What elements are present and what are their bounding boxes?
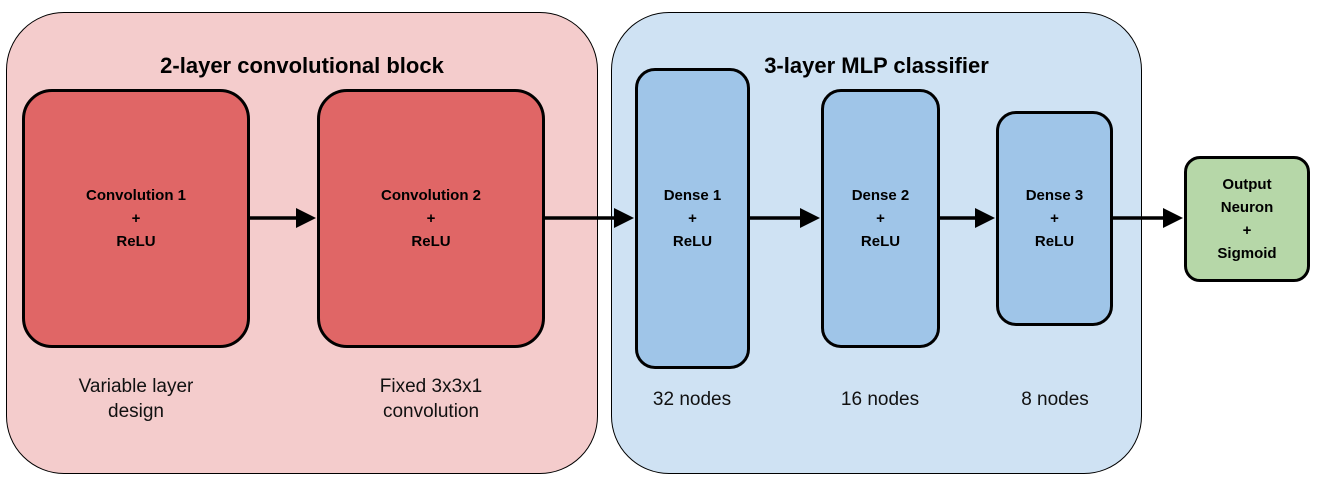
node-name: Dense 3 — [1025, 187, 1084, 204]
node-name: Dense 2 — [851, 187, 910, 204]
convolution-2-caption: Fixed 3x3x1 convolution — [315, 374, 547, 424]
node-plus: + — [426, 210, 436, 227]
node-name-line1: Output — [1222, 176, 1272, 193]
arrowhead-dense2-to-dense3 — [975, 208, 995, 228]
caption-line: design — [108, 401, 164, 422]
node-name-line2: Neuron — [1220, 199, 1274, 216]
arrowhead-dense1-to-dense2 — [800, 208, 820, 228]
convolution-1-caption: Variable layer design — [20, 374, 252, 424]
node-plus: + — [1242, 222, 1252, 239]
node-plus: + — [131, 210, 141, 227]
node-activation: ReLU — [116, 233, 156, 250]
caption-line: Variable layer — [78, 376, 194, 397]
node-activation: ReLU — [860, 233, 901, 250]
arrowhead-dense3-to-output — [1163, 208, 1183, 228]
dense-3-node: Dense 3 + ReLU — [996, 111, 1113, 326]
dense-3-caption: 8 nodes — [1021, 389, 1089, 410]
conv-block-title: 2-layer convolutional block — [160, 53, 444, 78]
mlp-block-title: 3-layer MLP classifier — [764, 53, 989, 78]
convolution-1-node: Convolution 1 + ReLU — [22, 89, 250, 348]
node-plus: + — [876, 210, 885, 227]
node-name: Convolution 2 — [381, 187, 481, 204]
output-neuron-node: Output Neuron + Sigmoid — [1184, 156, 1310, 282]
dense-1-node: Dense 1 + ReLU — [635, 68, 750, 369]
node-activation: ReLU — [411, 233, 451, 250]
dense-2-node: Dense 2 + ReLU — [821, 89, 940, 348]
convolution-2-node: Convolution 2 + ReLU — [317, 89, 545, 348]
node-activation: ReLU — [672, 233, 713, 250]
node-plus: + — [688, 210, 697, 227]
dense-2-caption: 16 nodes — [840, 389, 920, 410]
arrowhead-conv2-to-dense1 — [614, 208, 634, 228]
arrowhead-conv1-to-conv2 — [296, 208, 316, 228]
node-activation: Sigmoid — [1217, 245, 1277, 262]
node-activation: ReLU — [1034, 233, 1075, 250]
dense-1-caption: 32 nodes — [652, 389, 732, 410]
caption-line: Fixed 3x3x1 — [379, 376, 483, 397]
node-name: Convolution 1 — [86, 187, 186, 204]
caption-line: convolution — [382, 401, 480, 422]
node-name: Dense 1 — [663, 187, 722, 204]
node-plus: + — [1050, 210, 1059, 227]
